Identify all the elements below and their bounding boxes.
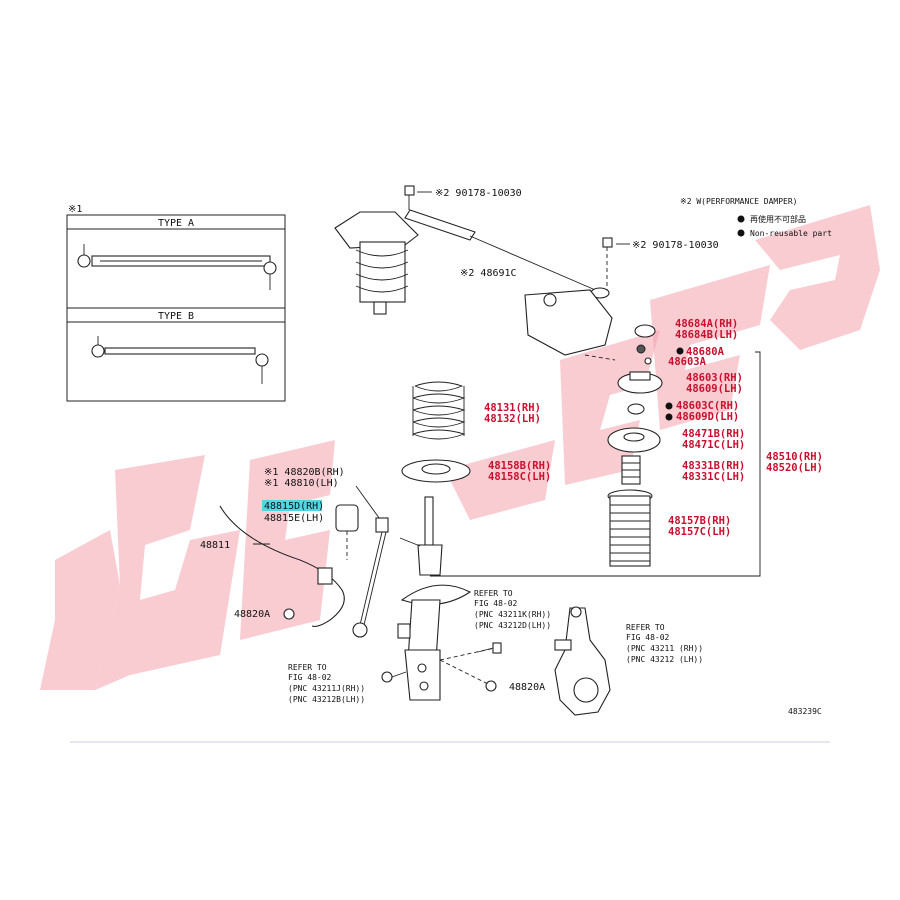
- bearing-icon: [627, 403, 645, 415]
- steering-knuckle-icon: [554, 606, 611, 716]
- boot-rh-label: 48157B(RH): [668, 515, 731, 527]
- nut-center-icon: [381, 671, 393, 683]
- ref-a-title: REFER TO: [474, 589, 513, 598]
- plate-rh-label: 48684A(RH): [675, 318, 738, 330]
- spring-lh-label: 48132(LH): [484, 413, 541, 425]
- figure-id: 483239C: [788, 707, 822, 716]
- ref-c-pnc2: (PNC 43212B(LH)): [288, 695, 365, 704]
- bump-stopper-icon: [621, 455, 641, 485]
- bushing-icon: [335, 504, 359, 560]
- type-b-link-icon: [91, 336, 269, 384]
- knuckle-bolt-icon: [439, 642, 502, 661]
- non-reusable-jp-note: 再使用不可部品: [750, 214, 806, 224]
- nut-left-icon: [283, 608, 295, 620]
- ref-a-pnc2: (PNC 43212D(LH)): [474, 621, 551, 630]
- watermark: [40, 205, 880, 690]
- nut-left-label: 48820A: [234, 609, 270, 620]
- ref-c-title: REFER TO: [288, 663, 327, 672]
- bushing-lh-label: 48815E(LH): [264, 513, 324, 524]
- performance-damper-note: ※2 W(PERFORMANCE DAMPER): [680, 197, 797, 206]
- absorber-rh-label: 48510(RH): [766, 451, 823, 463]
- leader-line-4: [439, 659, 489, 685]
- bumper-lh-label: 48331C(LH): [682, 471, 745, 483]
- type-a-label: TYPE A: [158, 218, 194, 229]
- nut-non-reusable-dot-icon: [676, 347, 684, 355]
- strut-brace-icon: [404, 209, 610, 299]
- link-lh-label: ※1 48810(LH): [264, 478, 339, 489]
- nut-bottom-label: 48820A: [509, 682, 545, 693]
- leader-line: [399, 537, 421, 547]
- support-lh-label: 48609(LH): [686, 383, 743, 395]
- type-b-label: TYPE B: [158, 311, 194, 322]
- stabilizer-link-icon: [352, 485, 389, 638]
- leader-line-3: [391, 671, 407, 678]
- non-reusable-note: Non-reusable part: [750, 229, 832, 238]
- nut-48680a-label: 48680A: [686, 346, 725, 358]
- support-rh-label: 48603(RH): [686, 372, 743, 384]
- washer-icon: [644, 357, 652, 365]
- nut-bottom-icon: [485, 680, 497, 692]
- bearing-non-reusable-dot-icon: [665, 402, 673, 410]
- insulator-lh-label: 48158C(LH): [488, 471, 551, 483]
- stabilizer-bar-icon: [219, 505, 345, 627]
- non-reusable-dot-icon-2: [737, 229, 745, 237]
- ref-c-pnc1: (PNC 43211J(RH)): [288, 684, 365, 693]
- ref-c-fig: FIG 48-02: [288, 673, 332, 682]
- bumper-rh-label: 48331B(RH): [682, 460, 745, 472]
- link-rh-label: ※1 48820B(RH): [264, 467, 345, 478]
- strut-support-icon: [617, 371, 663, 394]
- spring-rh-label: 48131(RH): [484, 402, 541, 414]
- body-mount-icon: [524, 289, 616, 361]
- ref-b-fig: FIG 48-02: [626, 633, 670, 642]
- non-reusable-dot-icon: [737, 215, 745, 223]
- ref-b-title: REFER TO: [626, 623, 665, 632]
- bolt-top-label: ※2 90178-10030: [435, 188, 522, 199]
- ref-a-pnc1: (PNC 43211K(RH)): [474, 610, 551, 619]
- absorber-bracket-line: [430, 351, 761, 577]
- seat-upper-lh-label: 48471C(LH): [682, 439, 745, 451]
- dust-boot-icon: [607, 489, 653, 567]
- upper-strut-assembly-icon: [334, 211, 419, 315]
- absorber-lh-label: 48520(LH): [766, 462, 823, 474]
- bearing-rh-label: 48603C(RH): [676, 400, 739, 412]
- ref-a-fig: FIG 48-02: [474, 599, 518, 608]
- shock-absorber-icon: [397, 496, 472, 701]
- plate-lh-label: 48684B(LH): [675, 329, 738, 341]
- seat-upper-rh-label: 48471B(RH): [682, 428, 745, 440]
- insulator-rh-label: 48158B(RH): [488, 460, 551, 472]
- bolt-right-icon: [602, 237, 630, 290]
- bushing-highlight: [262, 500, 322, 511]
- nut-48680a-icon: [636, 344, 646, 354]
- ref-b-pnc1: (PNC 43211 (RH)): [626, 644, 703, 653]
- bearing-lh-label: 48609D(LH): [676, 411, 739, 423]
- stabilizer-bar-label: 48811: [200, 540, 230, 551]
- bolt-right-label: ※2 90178-10030: [632, 240, 719, 251]
- ref-b-pnc2: (PNC 43212 (LH)): [626, 655, 703, 664]
- boot-lh-label: 48157C(LH): [668, 526, 731, 538]
- strut-brace-label: ※2 48691C: [460, 268, 517, 279]
- bearing-non-reusable-dot-icon-2: [665, 413, 673, 421]
- upper-plate-icon: [634, 324, 656, 338]
- spring-insulator-icon: [401, 459, 471, 483]
- upper-spring-seat-icon: [607, 427, 661, 453]
- coil-spring-icon: [412, 381, 466, 440]
- washer-label: 48603A: [668, 356, 707, 368]
- type-a-link-icon: [77, 244, 277, 290]
- bushing-rh-label: 48815D(RH): [264, 501, 324, 512]
- bolt-top-icon: [404, 185, 432, 210]
- inset-panel: ※1 TYPE A TYPE B: [66, 204, 286, 402]
- inset-note-mark: ※1: [68, 204, 82, 215]
